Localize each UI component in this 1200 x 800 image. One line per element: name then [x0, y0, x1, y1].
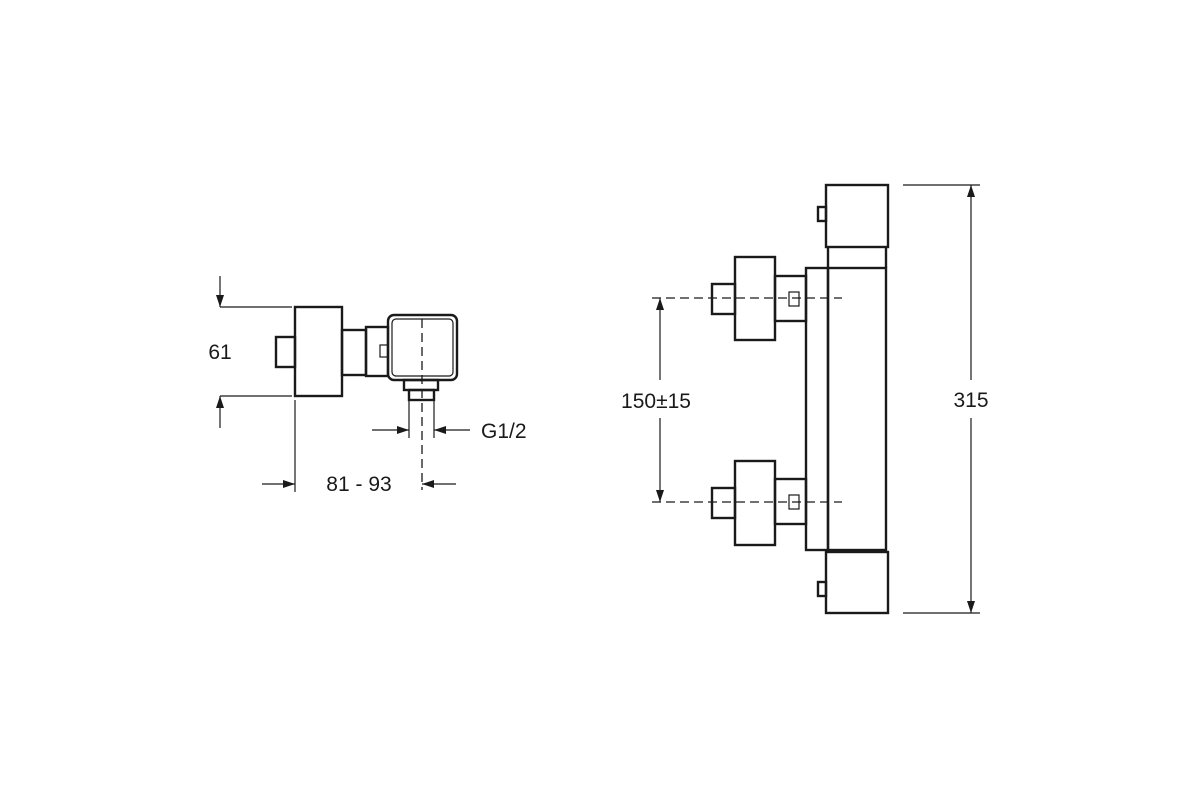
- front-view: [652, 183, 890, 615]
- dimension-label-g1-2: G1/2: [481, 420, 527, 443]
- front-view-upper-stem: [710, 282, 737, 316]
- front-view-top-clip: [816, 205, 828, 223]
- front-view-lower-stem: [710, 486, 737, 520]
- front-view-top-cap: [824, 183, 890, 249]
- front-view-upper-screw: [788, 291, 800, 307]
- front-view-bottom-clip: [816, 580, 828, 598]
- side-view-handle-stem: [274, 335, 297, 369]
- dimension-label-81-93: 81 - 93: [326, 473, 391, 496]
- side-view: [274, 305, 459, 490]
- arrow-head: [422, 480, 434, 488]
- arrow-head: [283, 480, 295, 488]
- dimension-label-150: 150±15: [621, 390, 691, 413]
- front-view-body: [826, 266, 888, 552]
- side-view-outlet-nut: [402, 378, 440, 392]
- dimension-height-side: 61: [208, 276, 292, 428]
- front-view-bar: [804, 266, 830, 552]
- arrow-head: [397, 426, 409, 434]
- dimension-thread: G1/2: [372, 400, 527, 443]
- dimension-label-61: 61: [208, 341, 231, 364]
- side-view-handle-knob: [293, 305, 344, 398]
- side-view-neck: [340, 328, 368, 377]
- arrow-head: [656, 490, 664, 502]
- arrow-head: [656, 298, 664, 310]
- dimension-inlet-spacing: 150±15: [621, 298, 691, 502]
- dimension-total-length: 315: [903, 184, 989, 614]
- side-view-collar: [364, 325, 390, 378]
- front-view-lower-handle: [733, 459, 777, 547]
- dimension-label-315: 315: [953, 389, 988, 412]
- arrow-head: [967, 185, 975, 197]
- arrow-head: [434, 426, 446, 434]
- arrow-head: [216, 396, 224, 408]
- dimension-depth-side: 81 - 93: [262, 400, 456, 496]
- arrow-head: [967, 601, 975, 613]
- arrow-head: [216, 295, 224, 307]
- front-view-bottom-cap: [824, 550, 890, 615]
